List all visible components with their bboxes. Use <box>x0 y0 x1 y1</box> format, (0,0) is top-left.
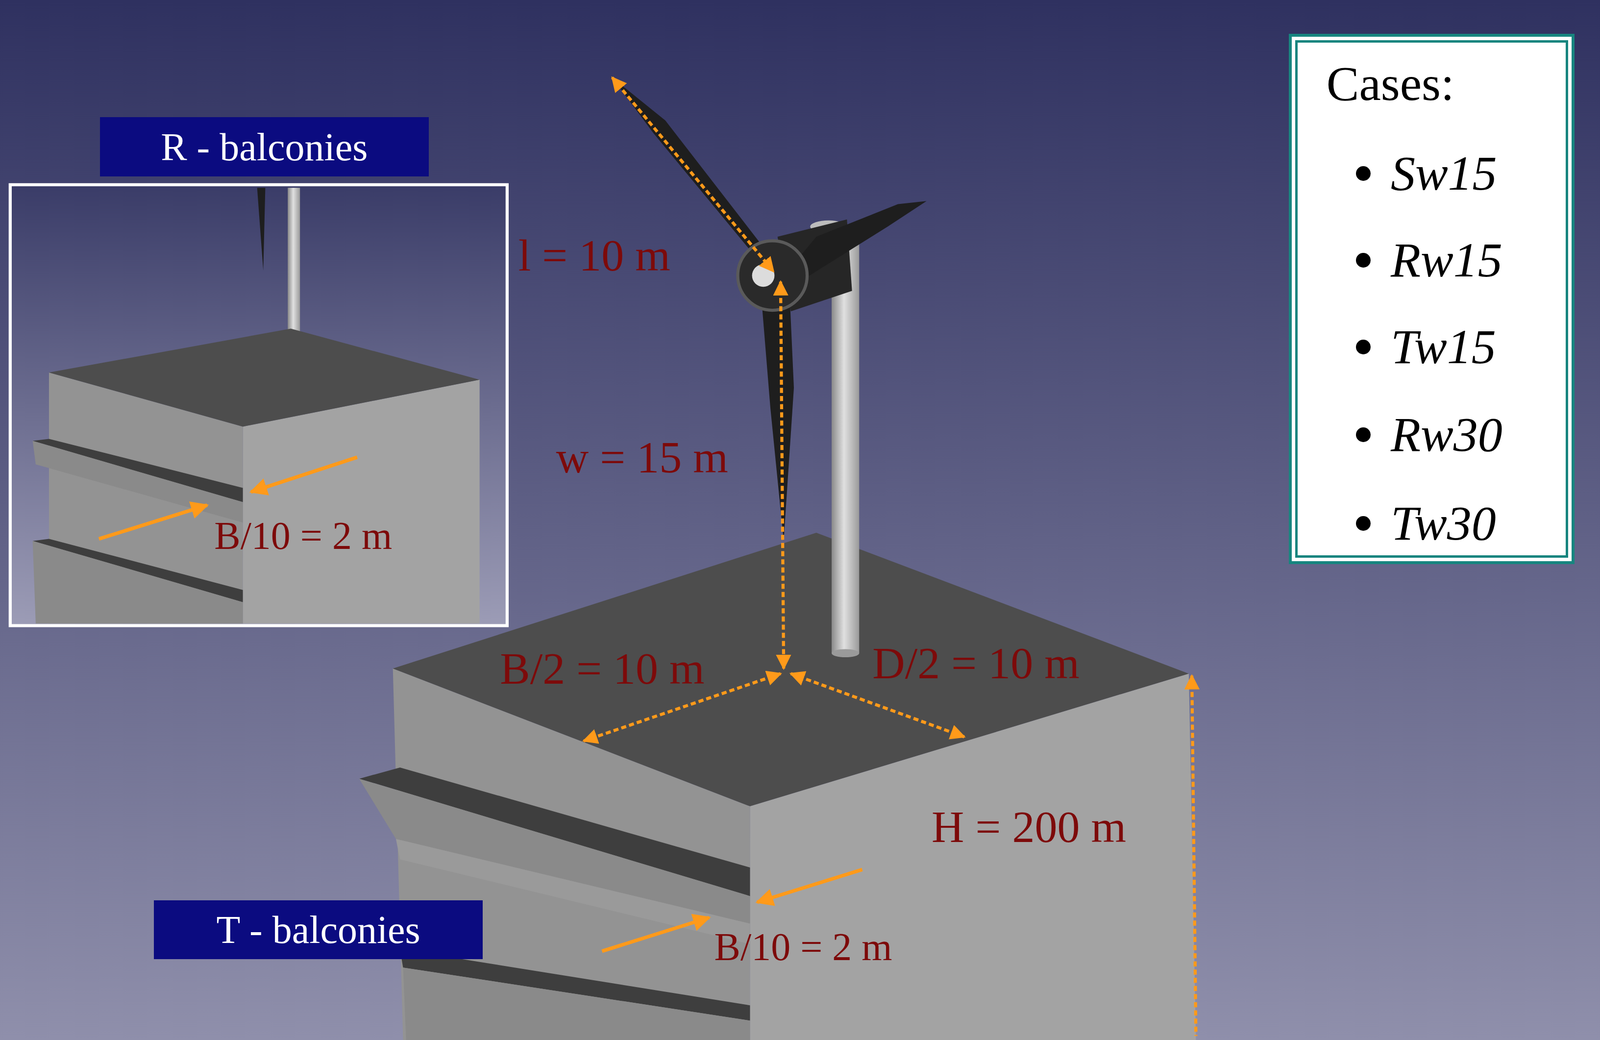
leader-arrow <box>98 505 208 540</box>
inset-frame <box>10 184 508 626</box>
list-bullet <box>1355 252 1371 268</box>
dimension-label: H = 200 m <box>931 804 1127 850</box>
tower-base <box>831 648 860 658</box>
legend-box: Cases: Sw15Rw15Tw15Rw30Tw30 <box>1288 33 1575 565</box>
dimension-label: D/2 = 10 m <box>872 640 1080 686</box>
case-name: Tw15 <box>1390 322 1497 372</box>
dimension-label: B/10 = 2 m <box>214 516 393 556</box>
case-name: Sw15 <box>1390 148 1498 198</box>
dimension-line <box>780 281 784 669</box>
list-bullet <box>1355 516 1371 531</box>
turbine-blade <box>761 295 794 542</box>
box-title: R - balconies <box>160 127 368 167</box>
balcony-slab-front <box>402 967 750 1040</box>
balcony-slab-front <box>32 541 244 624</box>
label-box: R - balconies <box>99 117 429 177</box>
dimension-label: B/10 = 2 m <box>714 927 893 967</box>
building-roof <box>49 328 480 427</box>
case-name: Rw15 <box>1390 235 1503 285</box>
leader-arrow <box>602 917 710 952</box>
dimension-label: B/2 = 10 m <box>499 645 705 691</box>
case-name: Tw30 <box>1390 498 1497 548</box>
balcony-slab-front <box>32 441 244 523</box>
case-name: Rw30 <box>1390 410 1503 460</box>
turbine-blade <box>790 200 927 278</box>
dimension-label: l = 10 m <box>518 232 671 278</box>
dimension-line <box>1191 675 1196 1036</box>
turbine-tower <box>831 234 860 654</box>
legend-heading: Cases: <box>1326 59 1455 109</box>
leader-arrow <box>757 869 862 903</box>
list-bullet <box>1355 166 1371 181</box>
list-bullet <box>1355 427 1371 443</box>
turbine-blade <box>257 187 266 271</box>
dimension-label: w = 15 m <box>556 434 729 480</box>
list-bullet <box>1355 339 1371 355</box>
building-roof <box>393 532 1189 807</box>
box-title: T - balconies <box>216 910 421 950</box>
rotor-hub-ring <box>737 240 808 311</box>
label-box: T - balconies <box>153 900 483 960</box>
leader-arrow <box>250 457 358 493</box>
